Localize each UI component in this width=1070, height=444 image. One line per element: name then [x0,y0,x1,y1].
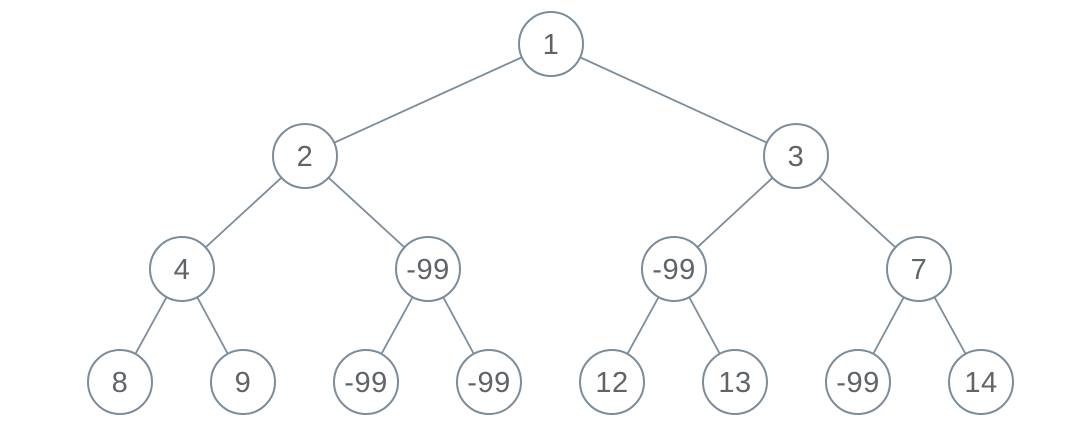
tree-node-n13: 13 [702,349,768,415]
tree-node-label: -99 [467,367,510,399]
tree-node-circle [149,236,215,302]
tree-node-n1: 1 [518,11,584,77]
tree-node-n15: 14 [948,349,1014,415]
tree-node-label: 13 [718,367,751,399]
tree-node-n11: -99 [456,349,522,415]
tree-node-n3: 3 [763,123,829,189]
tree-node-label: 3 [788,141,805,173]
tree-node-label: -99 [406,254,449,286]
tree-edge-n1-n2 [304,43,552,157]
tree-node-circle [825,349,891,415]
tree-node-circle [579,349,645,415]
tree-node-circle [395,236,461,302]
tree-node-label: 4 [174,254,191,286]
tree-node-circle [948,349,1014,415]
tree-node-label: -99 [836,367,879,399]
tree-node-n4: 4 [149,236,215,302]
tree-node-circle [210,349,276,415]
edges-layer [119,43,982,383]
tree-node-n5: -99 [395,236,461,302]
tree-node-label: -99 [652,254,695,286]
tree-node-n10: -99 [333,349,399,415]
tree-node-label: 8 [112,367,129,399]
tree-node-n12: 12 [579,349,645,415]
tree-node-label: 2 [297,141,314,173]
tree-node-n8: 8 [87,349,153,415]
tree-node-n2: 2 [272,123,338,189]
tree-node-circle [702,349,768,415]
tree-node-n9: 9 [210,349,276,415]
tree-node-label: 14 [964,367,997,399]
tree-node-circle [333,349,399,415]
tree-node-label: 9 [235,367,252,399]
tree-node-circle [87,349,153,415]
tree-node-circle [641,236,707,302]
tree-node-label: 12 [595,367,628,399]
tree-node-n7: 7 [886,236,952,302]
tree-edge-n1-n3 [550,43,797,157]
tree-node-n6: -99 [641,236,707,302]
tree-node-label: 1 [543,29,560,61]
tree-node-label: 7 [911,254,928,286]
tree-node-circle [272,123,338,189]
tree-node-label: -99 [344,367,387,399]
tree-node-circle [518,11,584,77]
tree-node-n14: -99 [825,349,891,415]
tree-node-circle [886,236,952,302]
tree-node-circle [763,123,829,189]
tree-node-circle [456,349,522,415]
